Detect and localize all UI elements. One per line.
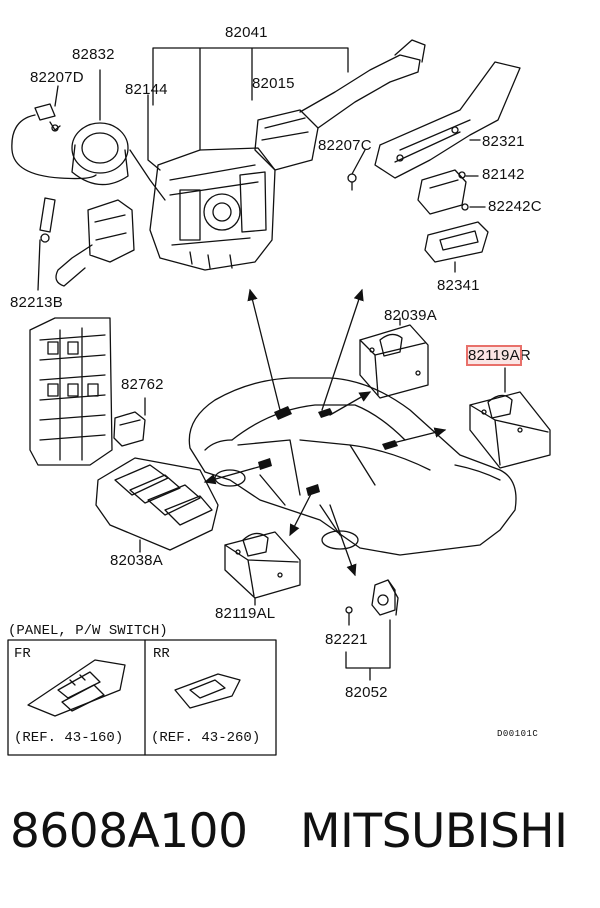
column-switch-assembly xyxy=(149,147,276,271)
clock-spring xyxy=(71,69,129,186)
switch-82119AL xyxy=(224,531,301,606)
screw-82207C xyxy=(347,149,366,191)
tie-strap xyxy=(37,197,56,291)
car-body xyxy=(188,377,517,556)
leader-82041 xyxy=(152,47,349,151)
label-82321: 82321 xyxy=(482,133,525,150)
relay-82762 xyxy=(113,397,146,447)
panel-title: (PANEL, P/W SWITCH) xyxy=(8,623,168,639)
panel-rr-label: RR xyxy=(153,646,170,662)
panel-fr-label: FR xyxy=(14,646,31,662)
panel-box xyxy=(7,639,277,756)
brand-name: MITSUBISHI xyxy=(300,804,568,859)
stalk-switch-82144 xyxy=(55,94,166,287)
connector-82052 xyxy=(345,579,399,681)
car-switch-marks xyxy=(258,406,398,496)
label-82119A-highlight: 82119A xyxy=(466,345,522,366)
label-82038A: 82038A xyxy=(110,552,163,569)
label-82832: 82832 xyxy=(72,46,115,63)
label-82762: 82762 xyxy=(121,376,164,393)
switch-82039A xyxy=(359,317,429,399)
label-82207C: 82207C xyxy=(318,137,372,154)
harness-82207D xyxy=(11,85,97,180)
label-82052: 82052 xyxy=(345,684,388,701)
part-number: 8608A100 xyxy=(10,804,248,859)
switch-82341 xyxy=(424,221,489,273)
module-82142 xyxy=(417,169,486,215)
label-82207D: 82207D xyxy=(30,69,84,86)
label-82015: 82015 xyxy=(252,75,295,92)
rr-panel-drawing xyxy=(174,673,241,709)
label-82144: 82144 xyxy=(125,81,168,98)
label-82213B: 82213B xyxy=(10,294,63,311)
label-82039A: 82039A xyxy=(384,307,437,324)
label-82041: 82041 xyxy=(225,24,268,41)
diagram-code: D00101C xyxy=(497,729,539,739)
label-82242C: 82242C xyxy=(488,198,542,215)
label-82119A-suffix: R xyxy=(519,347,531,364)
stalk-switch-82015 xyxy=(254,39,426,171)
label-82341: 82341 xyxy=(437,277,480,294)
label-82221: 82221 xyxy=(325,631,368,648)
switch-82119AR xyxy=(469,367,551,469)
fr-panel-drawing xyxy=(27,659,126,717)
label-82119AL: 82119AL xyxy=(215,605,276,622)
arrows xyxy=(203,288,447,577)
panel-fr-ref: (REF. 43-160) xyxy=(14,730,124,746)
label-82119AR: 82119AR xyxy=(466,345,531,366)
parts-diagram xyxy=(7,39,551,756)
switch-82038A xyxy=(95,457,219,553)
label-82142: 82142 xyxy=(482,166,525,183)
relay-box xyxy=(29,317,113,466)
bracket-82321 xyxy=(374,61,521,179)
panel-rr-ref: (REF. 43-260) xyxy=(151,730,261,746)
